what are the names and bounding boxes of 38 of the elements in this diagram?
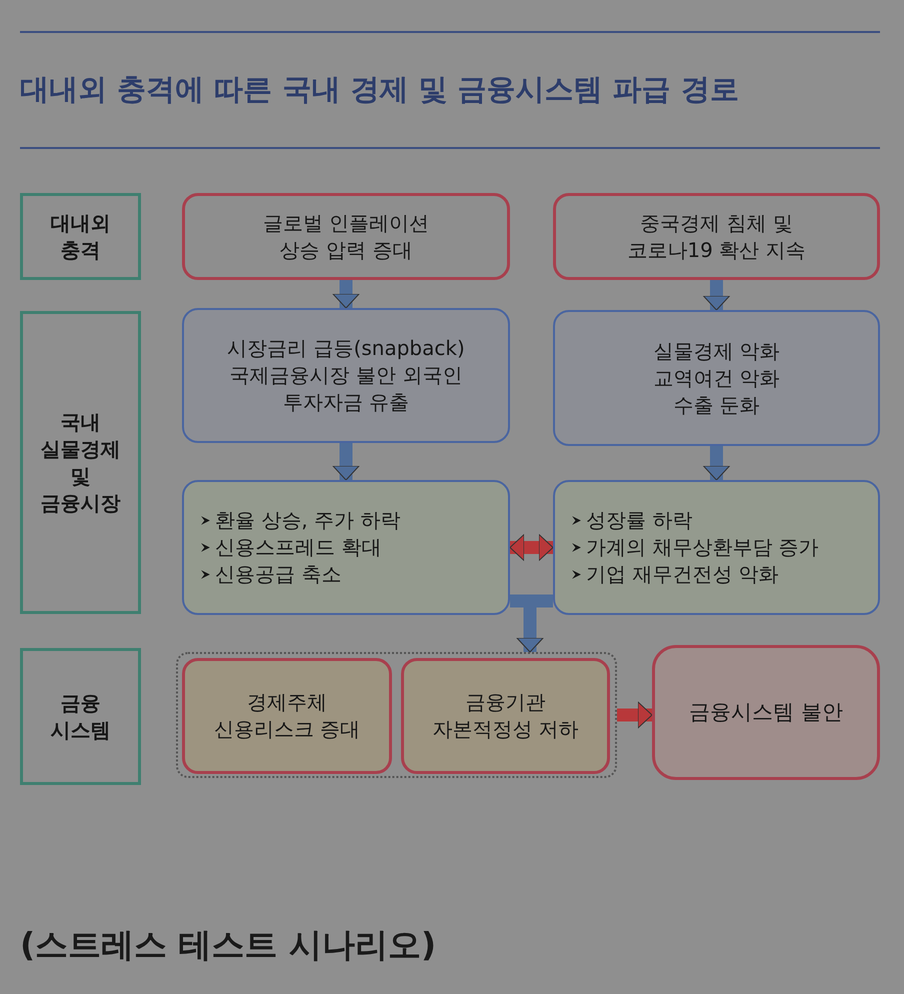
- caption: (스트레스 테스트 시나리오): [20, 924, 436, 966]
- shock-box: [182, 193, 510, 280]
- channel-box: [182, 308, 510, 443]
- result-box: [652, 645, 880, 780]
- box-text: 글로벌 인플레이션 상승 압력 증대: [262, 210, 430, 264]
- block-arrow: [510, 534, 554, 561]
- block-arrow: [617, 702, 652, 728]
- effect-text: 기업 재무건전성 악화: [586, 561, 779, 588]
- risk-box: [401, 658, 610, 774]
- shock-box: [553, 193, 880, 280]
- box-text: 금융 시스템: [50, 690, 112, 744]
- box-text: 실물경제 악화 교역여건 악화 수출 둔화: [652, 338, 781, 418]
- effect-text: 신용스프레드 확대: [215, 534, 382, 561]
- box-text: 중국경제 침체 및 코로나19 확산 지속: [626, 210, 807, 264]
- effect-text: 신용공급 축소: [215, 561, 342, 588]
- block-arrow: [516, 594, 553, 652]
- effect-box: [553, 480, 880, 615]
- box-text: 금융기관 자본적정성 저하: [431, 689, 580, 743]
- effect-text: 환율 상승, 주가 하락: [215, 507, 400, 534]
- box-text: 경제주체 신용리스크 증대: [212, 689, 362, 743]
- block-arrow: [332, 280, 360, 308]
- block-arrow: [703, 280, 730, 310]
- channel-box: [553, 310, 880, 446]
- effect-text: 성장률 하락: [586, 507, 692, 534]
- block-arrow: [703, 446, 730, 480]
- box-text: 대내외 충격: [50, 210, 112, 264]
- category-box: [20, 193, 141, 280]
- group-frame: [176, 652, 617, 778]
- effect-box: [182, 480, 510, 615]
- category-box: [20, 311, 141, 614]
- box-text: 금융시스템 불안: [689, 699, 843, 726]
- box-text: 시장금리 급등(snapback) 국제금융시장 불안 외국인 투자자금 유출: [226, 335, 466, 416]
- block-arrow: [332, 443, 360, 480]
- risk-box: [182, 658, 392, 774]
- effect-text: 가계의 채무상환부담 증가: [586, 534, 819, 561]
- box-text: 국내 실물경제 및 금융시장: [40, 408, 122, 516]
- category-box: [20, 648, 141, 785]
- diagram-title: 대내외 충격에 따른 국내 경제 및 금융시스템 파급 경로: [20, 71, 739, 108]
